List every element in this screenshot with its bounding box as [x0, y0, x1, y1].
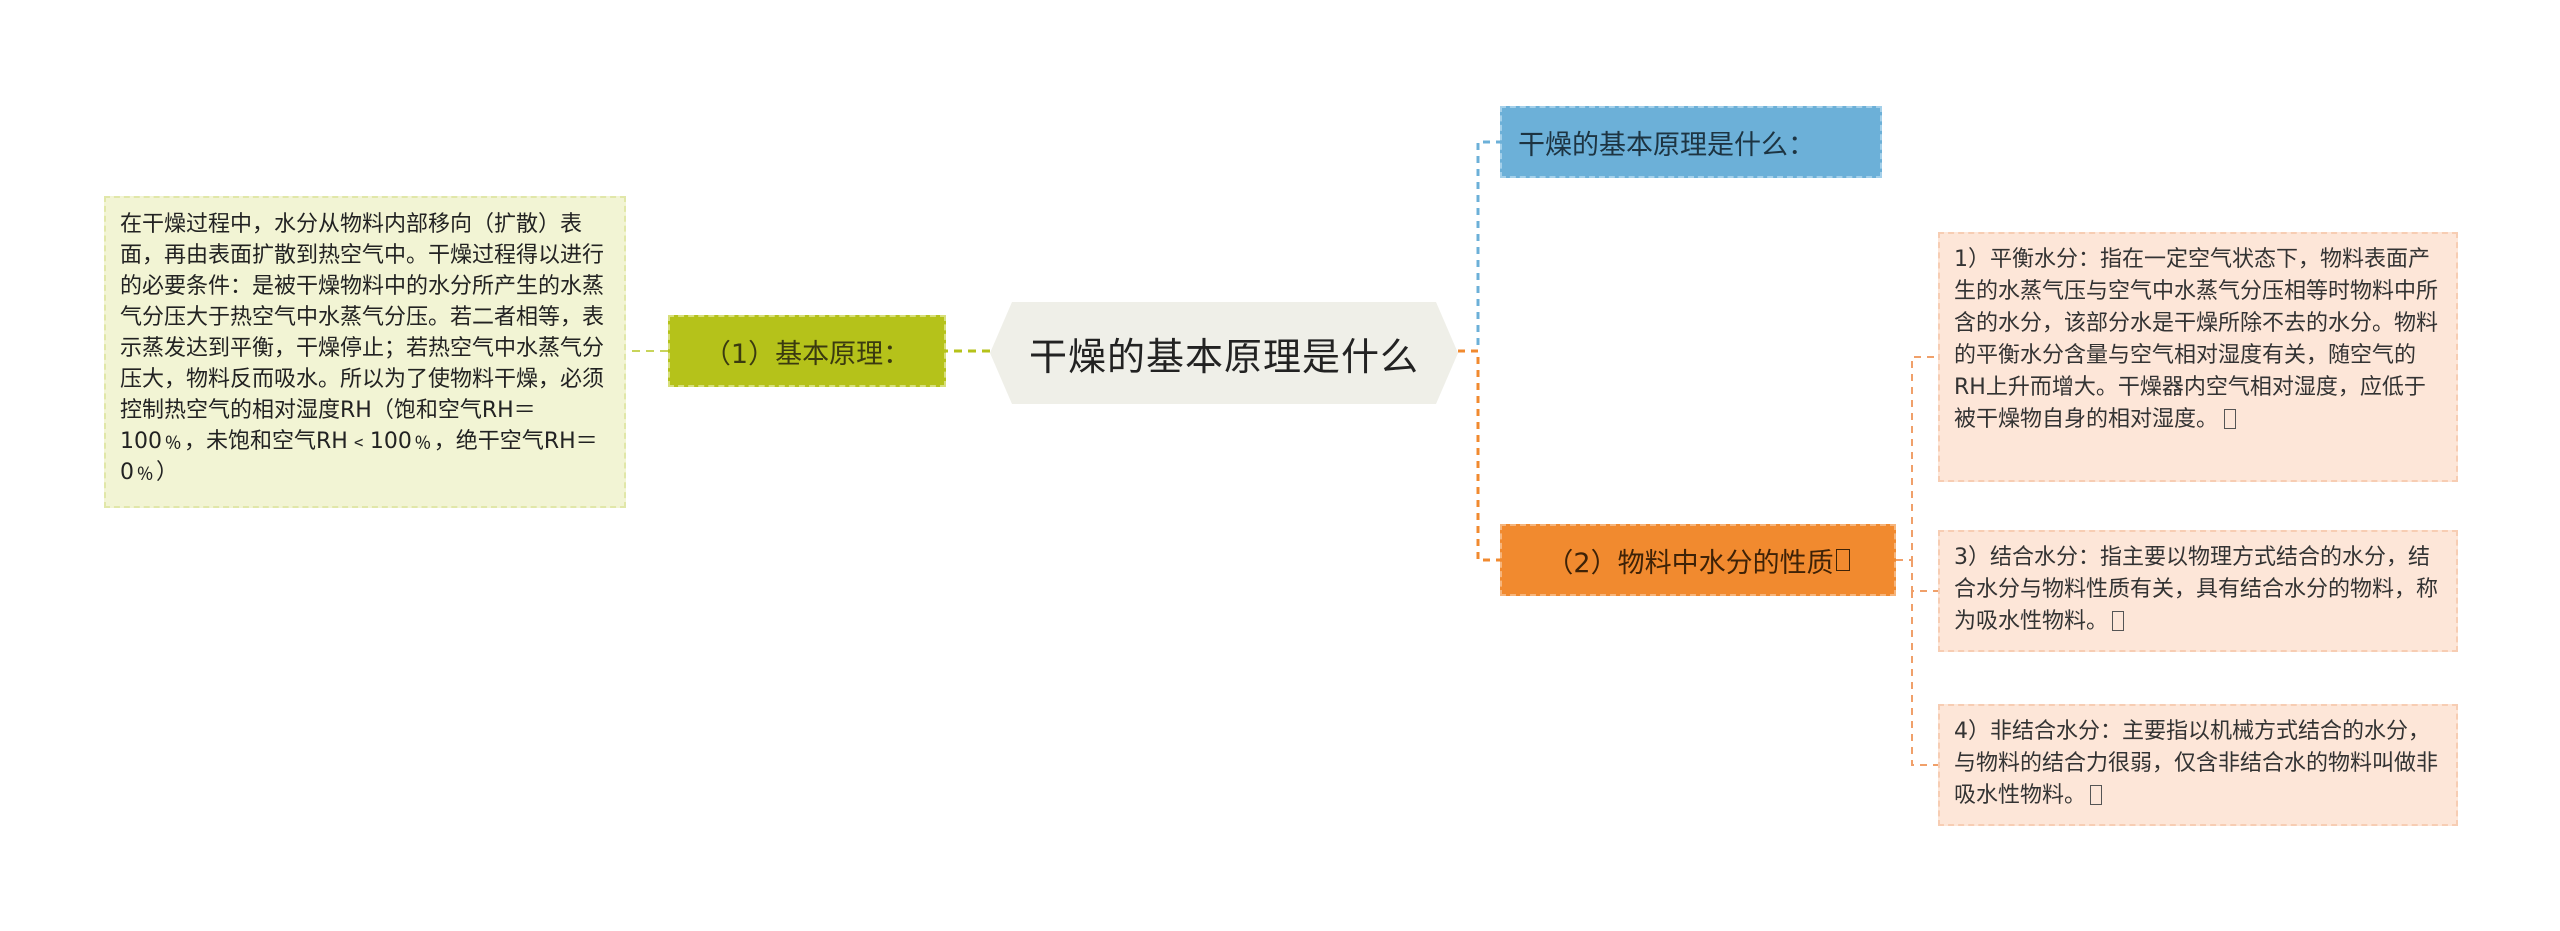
missing-glyph-icon	[2112, 611, 2125, 631]
central-topic-shape	[990, 302, 1458, 404]
detail-unbound-water[interactable]: 4）非结合水分：主要指以机械方式结合的水分，与物料的结合力很弱，仅含非结合水的物…	[1938, 704, 2458, 826]
central-topic-label: 干燥的基本原理是什么	[1028, 334, 1419, 379]
missing-glyph-icon	[1835, 549, 1850, 571]
branch-basic-principle[interactable]: （1）基本原理：	[668, 315, 946, 387]
link-bottom-details	[1896, 356, 1938, 766]
central-topic[interactable]: 干燥的基本原理是什么	[990, 302, 1458, 404]
detail-unbound-water-text: 4）非结合水分：主要指以机械方式结合的水分，与物料的结合力很弱，仅含非结合水的物…	[1954, 719, 2439, 808]
missing-glyph-icon	[2090, 785, 2103, 805]
detail-equilibrium-water-text: 1）平衡水分：指在一定空气状态下，物料表面产生的水蒸气压与空气中水蒸气分压相等时…	[1954, 247, 2439, 432]
detail-basic-principle[interactable]: 在干燥过程中，水分从物料内部移向（扩散）表面，再由表面扩散到热空气中。干燥过程得…	[104, 196, 626, 508]
link-center-bottom	[1458, 349, 1500, 562]
branch-water-properties[interactable]: （2）物料中水分的性质	[1500, 524, 1896, 596]
detail-equilibrium-water[interactable]: 1）平衡水分：指在一定空气状态下，物料表面产生的水蒸气压与空气中水蒸气分压相等时…	[1938, 232, 2458, 482]
branch-question[interactable]: 干燥的基本原理是什么：	[1500, 106, 1882, 178]
detail-bound-water-text: 3）结合水分：指主要以物理方式结合的水分，结合水分与物料性质有关，具有结合水分的…	[1954, 545, 2439, 634]
missing-glyph-icon	[2224, 409, 2237, 429]
link-center-top	[1458, 140, 1500, 353]
branch-water-properties-label: （2）物料中水分的性质	[1546, 547, 1834, 579]
detail-bound-water[interactable]: 3）结合水分：指主要以物理方式结合的水分，结合水分与物料性质有关，具有结合水分的…	[1938, 530, 2458, 652]
